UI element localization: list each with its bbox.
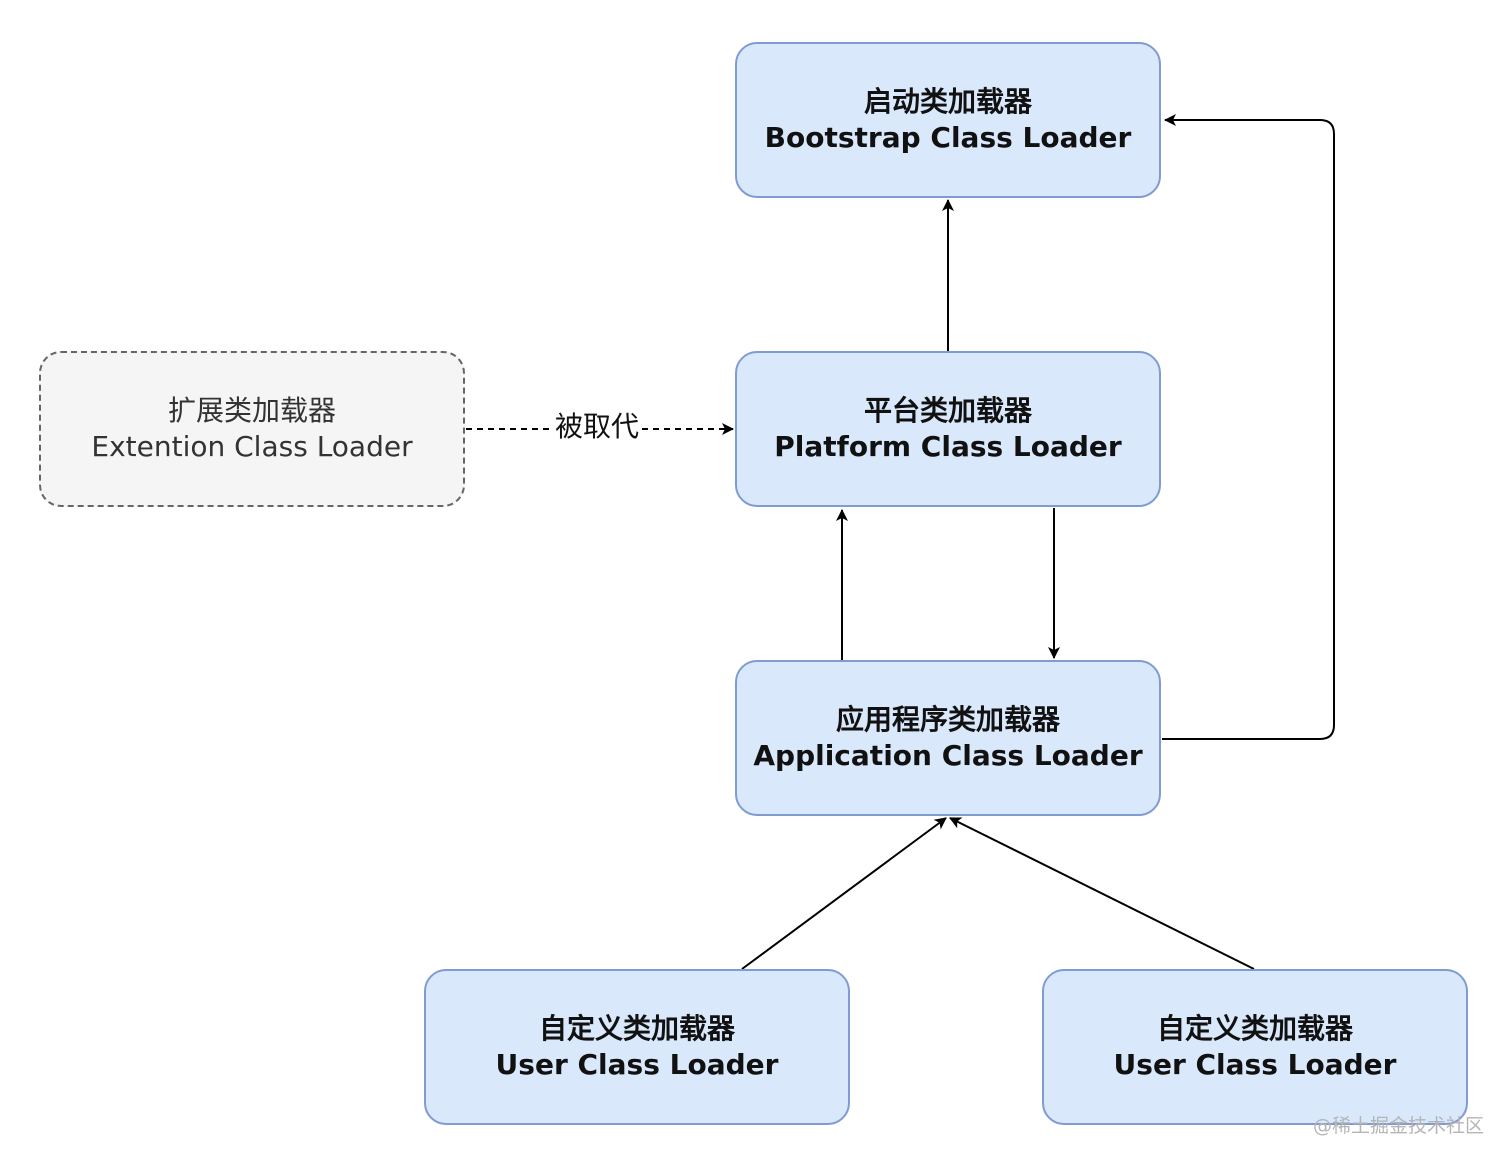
node-extension-class-loader: 扩展类加载器 Extention Class Loader bbox=[39, 351, 465, 507]
edge-user-left-to-application bbox=[741, 817, 947, 970]
node-bootstrap-class-loader: 启动类加载器 Bootstrap Class Loader bbox=[735, 42, 1161, 198]
node-user-left-cn-label: 自定义类加载器 bbox=[538, 1012, 735, 1045]
node-user-right-cn-label: 自定义类加载器 bbox=[1156, 1012, 1353, 1045]
node-extension-cn-label: 扩展类加载器 bbox=[167, 394, 336, 427]
node-application-class-loader: 应用程序类加载器 Application Class Loader bbox=[735, 660, 1161, 816]
node-user-class-loader-right: 自定义类加载器 User Class Loader bbox=[1042, 969, 1468, 1125]
node-bootstrap-cn-label: 启动类加载器 bbox=[863, 85, 1032, 118]
node-platform-cn-label: 平台类加载器 bbox=[863, 394, 1032, 427]
node-bootstrap-en-label: Bootstrap Class Loader bbox=[764, 121, 1132, 154]
node-application-cn-label: 应用程序类加载器 bbox=[835, 703, 1060, 736]
node-platform-class-loader: 平台类加载器 Platform Class Loader bbox=[735, 351, 1161, 507]
node-extension-en-label: Extention Class Loader bbox=[91, 430, 413, 463]
edge-user-right-to-application bbox=[949, 817, 1255, 970]
node-application-en-label: Application Class Loader bbox=[753, 739, 1143, 772]
node-user-right-en-label: User Class Loader bbox=[1113, 1048, 1397, 1081]
watermark: @稀土掘金技术社区 bbox=[1312, 1115, 1484, 1137]
node-platform-en-label: Platform Class Loader bbox=[774, 430, 1122, 463]
edge-application-to-bootstrap bbox=[1162, 114, 1335, 740]
node-user-class-loader-left: 自定义类加载器 User Class Loader bbox=[424, 969, 850, 1125]
edge-label-replaced: 被取代 bbox=[553, 410, 642, 444]
node-user-left-en-label: User Class Loader bbox=[495, 1048, 779, 1081]
